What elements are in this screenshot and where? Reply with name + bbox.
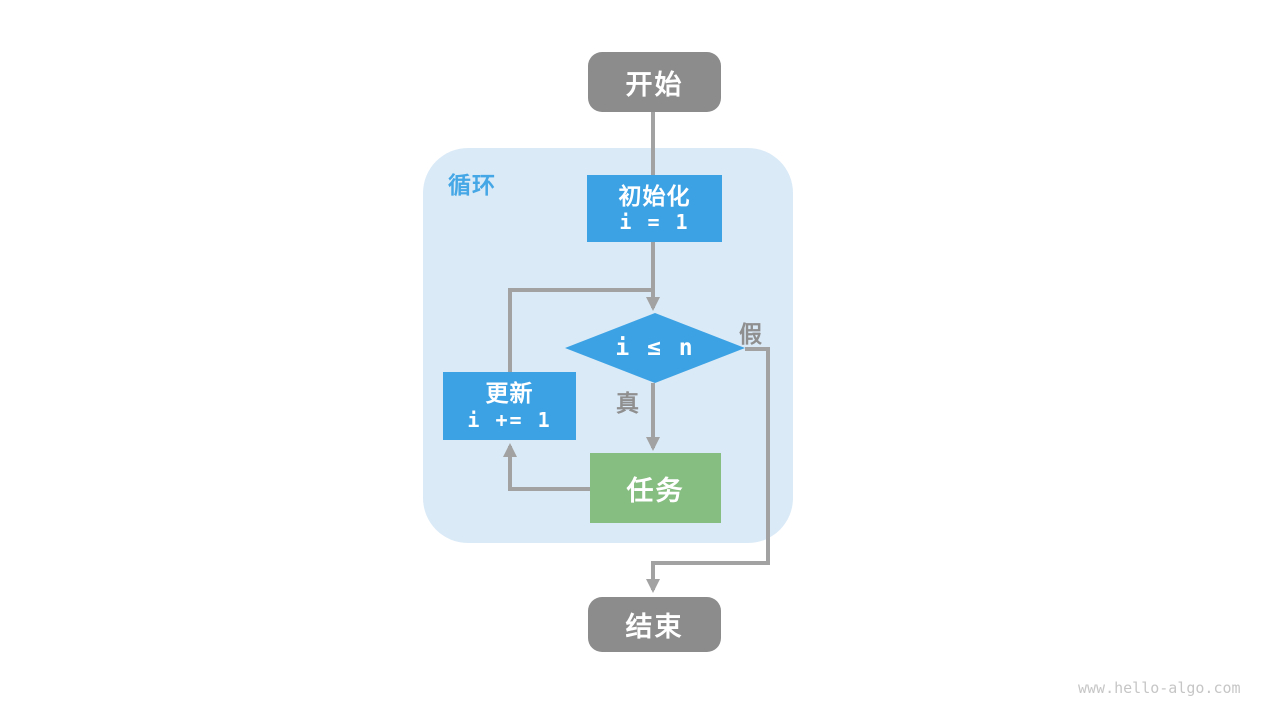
false-branch-label: 假 bbox=[739, 321, 762, 347]
start-node-label: 开始 bbox=[625, 69, 684, 100]
condition-expression: i ≤ n bbox=[615, 335, 695, 361]
update-node-code: i += 1 bbox=[467, 407, 552, 432]
true-branch-label: 真 bbox=[616, 390, 639, 416]
update-node-label: 更新 bbox=[485, 380, 534, 407]
end-node: 结束 bbox=[588, 597, 721, 652]
edge-task-to-update bbox=[503, 443, 590, 491]
init-node-code: i = 1 bbox=[619, 210, 690, 235]
watermark-text: www.hello-algo.com bbox=[1078, 679, 1241, 697]
edge-update-to-condition bbox=[508, 288, 653, 373]
task-node: 任务 bbox=[590, 453, 721, 523]
update-node: 更新 i += 1 bbox=[443, 372, 576, 440]
init-node: 初始化 i = 1 bbox=[587, 175, 722, 242]
loop-label: 循环 bbox=[448, 172, 496, 198]
end-node-label: 结束 bbox=[625, 612, 684, 642]
start-node: 开始 bbox=[588, 52, 721, 112]
edge-condition-false-to-end bbox=[646, 347, 770, 593]
init-node-label: 初始化 bbox=[618, 182, 691, 209]
task-node-label: 任务 bbox=[626, 475, 685, 506]
